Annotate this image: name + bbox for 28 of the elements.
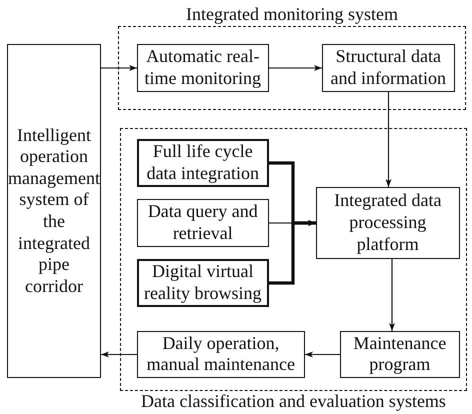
arrow <box>305 352 340 358</box>
process-box <box>136 138 269 187</box>
process-box <box>322 44 455 92</box>
arrow <box>269 220 316 226</box>
process-label: Structural data and information <box>330 46 448 90</box>
process-label: Data query and retrieval <box>146 201 259 244</box>
process-label: Automatic real-time monitoring <box>144 46 262 90</box>
arrow <box>101 352 137 358</box>
arrow <box>101 65 137 71</box>
process-box <box>136 330 305 378</box>
group-title: Data classification and evaluation systems <box>141 391 446 411</box>
process-label: Digital virtual reality browsing <box>143 261 263 304</box>
arrow <box>269 65 322 71</box>
process-box <box>316 186 460 259</box>
process-box <box>136 44 269 92</box>
process-label: Integrated data processing platform <box>333 190 443 256</box>
arrow <box>389 259 395 331</box>
process-label: Intelligent operation management system of the integrated pipe corridor <box>8 124 100 298</box>
process-box <box>7 44 101 378</box>
process-label: Maintenance program <box>352 332 448 376</box>
arrow <box>269 220 316 285</box>
process-box <box>136 198 269 247</box>
group-title: Integrated monitoring system <box>186 4 398 24</box>
process-box <box>136 258 269 307</box>
arrow <box>386 92 392 187</box>
process-box <box>340 330 460 378</box>
process-label: Full life cycle data integration <box>146 141 260 184</box>
process-label: Daily operation, manual maintenance <box>146 332 296 376</box>
